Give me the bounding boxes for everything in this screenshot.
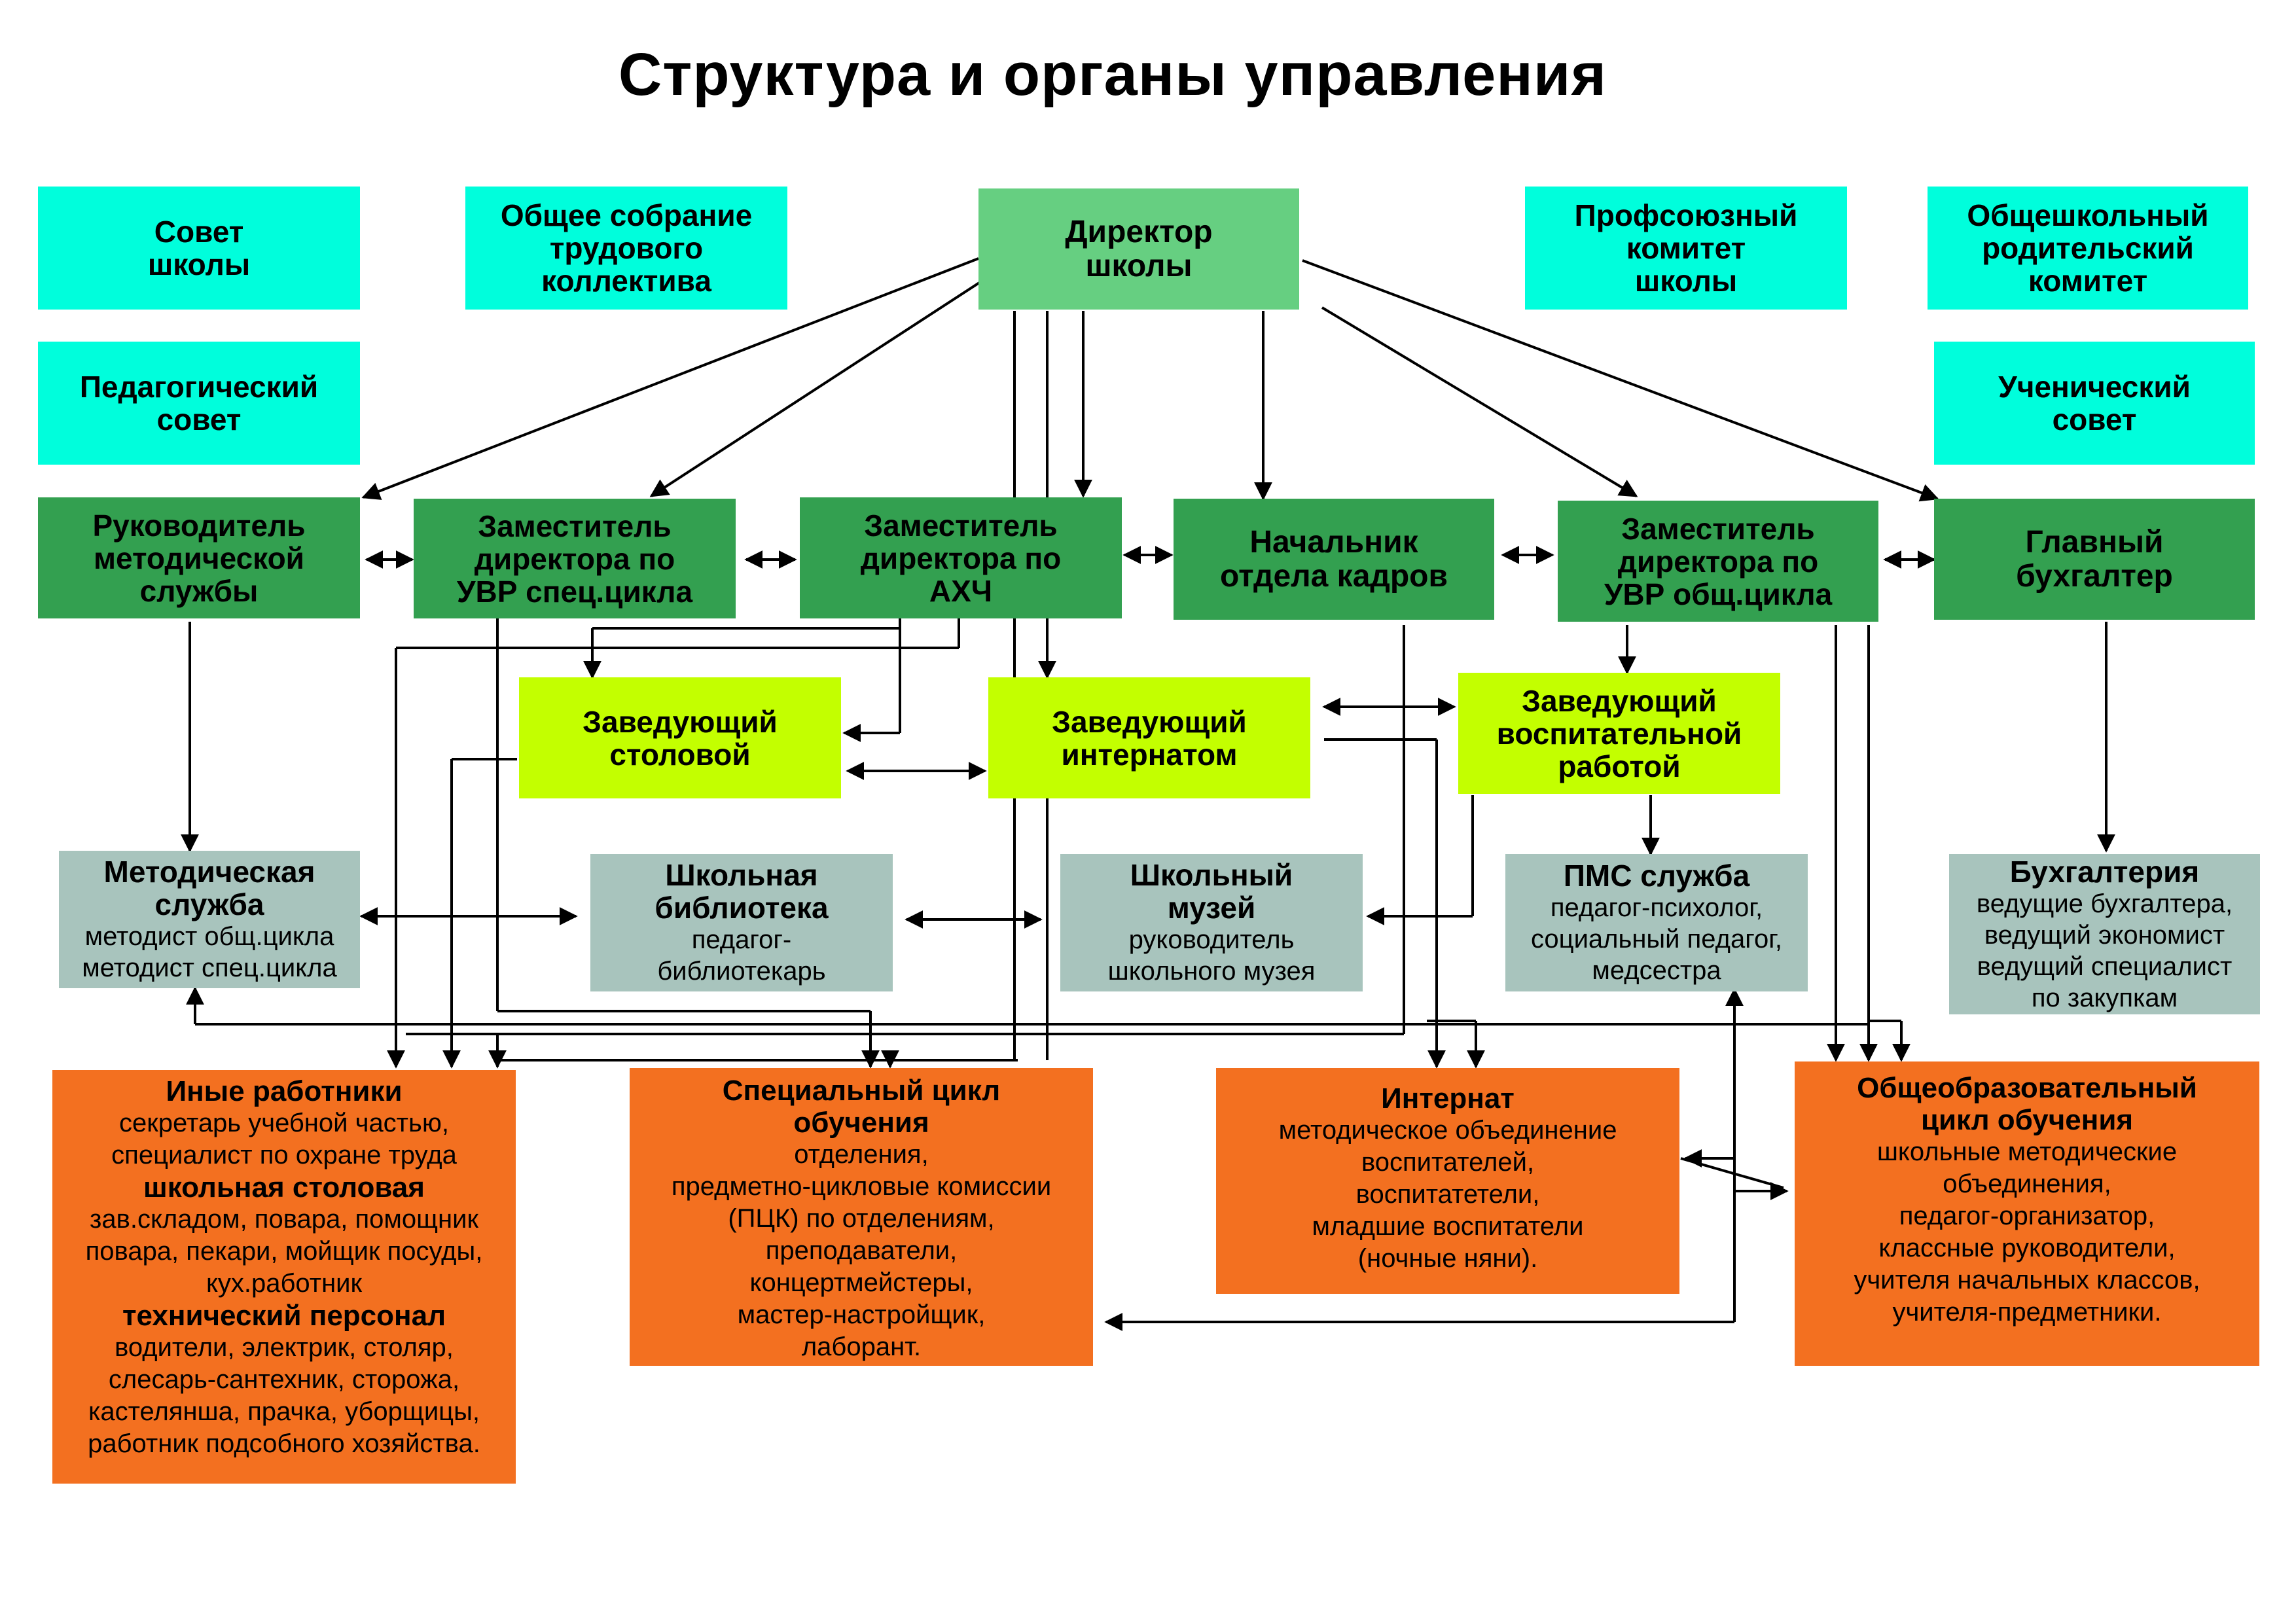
general-cycle-box: Общеобразовательный цикл обучения школьн…: [1795, 1061, 2259, 1366]
deputy-ahch-box: Заместитель директора по АХЧ: [800, 497, 1122, 618]
methodical-head-box: Руководитель методической службы: [38, 497, 360, 618]
educational-head-label: Заведующий воспитательной работой: [1496, 683, 1742, 783]
school-council-box: Совет школы: [38, 187, 360, 310]
accounting-text: ведущие бухгалтера, ведущий экономист ве…: [1976, 889, 2233, 1012]
library-title: Школьная библиотека: [655, 858, 829, 925]
labor-assembly-label: Общее собрание трудового коллектива: [500, 198, 753, 298]
museum-title: Школьный музей: [1130, 858, 1293, 925]
library-text: педагог- библиотекарь: [657, 925, 826, 986]
deputy-general-box: Заместитель директора по УВР общ.цикла: [1558, 501, 1878, 622]
accounting-title: Бухгалтерия: [2009, 854, 2200, 889]
technical-staff-title: технический персонал: [122, 1300, 446, 1332]
canteen-head-box: Заведующий столовой: [519, 677, 841, 798]
pms-service-box: ПМС служба педагог-психолог, социальный …: [1505, 854, 1808, 991]
pedagogical-council-box: Педагогический совет: [38, 342, 360, 465]
boarding-head-box: Заведующий интернатом: [988, 677, 1310, 798]
general-cycle-title: Общеобразовательный цикл обучения: [1857, 1072, 2197, 1136]
methodical-service-text: методист общ.цикла методист спец.цикла: [82, 922, 337, 982]
canteen-staff-text: зав.складом, повара, помощник повара, пе…: [85, 1205, 483, 1298]
director-label: Директор школы: [1065, 214, 1213, 283]
parents-committee-box: Общешкольный родительский комитет: [1928, 187, 2248, 310]
internat-title: Интернат: [1381, 1082, 1515, 1115]
director-box: Директор школы: [978, 188, 1299, 310]
technical-staff-text: водители, электрик, столяр, слесарь-сант…: [88, 1333, 480, 1458]
canteen-staff-title: школьная столовая: [143, 1171, 425, 1204]
trade-union-label: Профсоюзный комитет школы: [1574, 198, 1798, 298]
special-cycle-text: отделения, предметно-цикловые комиссии (…: [671, 1140, 1052, 1361]
special-cycle-title: Специальный цикл обучения: [722, 1075, 1001, 1139]
hr-head-box: Начальник отдела кадров: [1174, 499, 1494, 620]
deputy-special-box: Заместитель директора по УВР спец.цикла: [414, 499, 736, 618]
chief-accountant-label: Главный бухгалтер: [2016, 524, 2173, 594]
boarding-head-label: Заведующий интернатом: [1052, 704, 1247, 772]
methodical-service-title: Методическая служба: [103, 855, 315, 921]
chief-accountant-box: Главный бухгалтер: [1934, 499, 2255, 620]
school-council-label: Совет школы: [147, 215, 251, 281]
other-workers-text1: секретарь учебной частью, специалист по …: [111, 1109, 457, 1169]
library-box: Школьная библиотека педагог- библиотекар…: [590, 854, 893, 991]
trade-union-box: Профсоюзный комитет школы: [1525, 187, 1847, 310]
internat-text: методическое объединение воспитателей, в…: [1278, 1116, 1617, 1273]
other-workers-box: Иные работники секретарь учебной частью,…: [52, 1070, 516, 1484]
internat-box: Интернат методическое объединение воспит…: [1216, 1068, 1679, 1294]
accounting-box: Бухгалтерия ведущие бухгалтера, ведущий …: [1949, 854, 2260, 1014]
deputy-special-label: Заместитель директора по УВР спец.цикла: [456, 508, 693, 609]
canteen-head-label: Заведующий столовой: [583, 704, 778, 772]
museum-box: Школьный музей руководитель школьного му…: [1060, 854, 1363, 991]
student-council-label: Ученический совет: [1998, 370, 2191, 437]
page-title: Структура и органы управления: [618, 41, 1607, 108]
deputy-ahch-label: Заместитель директора по АХЧ: [860, 508, 1062, 608]
pms-service-title: ПМС служба: [1563, 859, 1750, 893]
pms-service-text: педагог-психолог, социальный педагог, ме…: [1530, 893, 1783, 985]
labor-assembly-box: Общее собрание трудового коллектива: [465, 187, 787, 310]
museum-text: руководитель школьного музея: [1107, 925, 1316, 986]
student-council-box: Ученический совет: [1934, 342, 2255, 465]
educational-head-box: Заведующий воспитательной работой: [1458, 673, 1780, 794]
special-cycle-box: Специальный цикл обучения отделения, пре…: [630, 1068, 1093, 1366]
methodical-head-label: Руководитель методической службы: [92, 508, 306, 608]
pedagogical-council-label: Педагогический совет: [79, 370, 319, 437]
other-workers-title: Иные работники: [166, 1075, 403, 1107]
methodical-service-box: Методическая служба методист общ.цикла м…: [59, 851, 360, 988]
hr-head-label: Начальник отдела кадров: [1219, 524, 1448, 594]
general-cycle-text: школьные методические объединения, педаг…: [1854, 1137, 2200, 1327]
parents-committee-label: Общешкольный родительский комитет: [1967, 198, 2209, 298]
deputy-general-label: Заместитель директора по УВР общ.цикла: [1604, 511, 1833, 611]
